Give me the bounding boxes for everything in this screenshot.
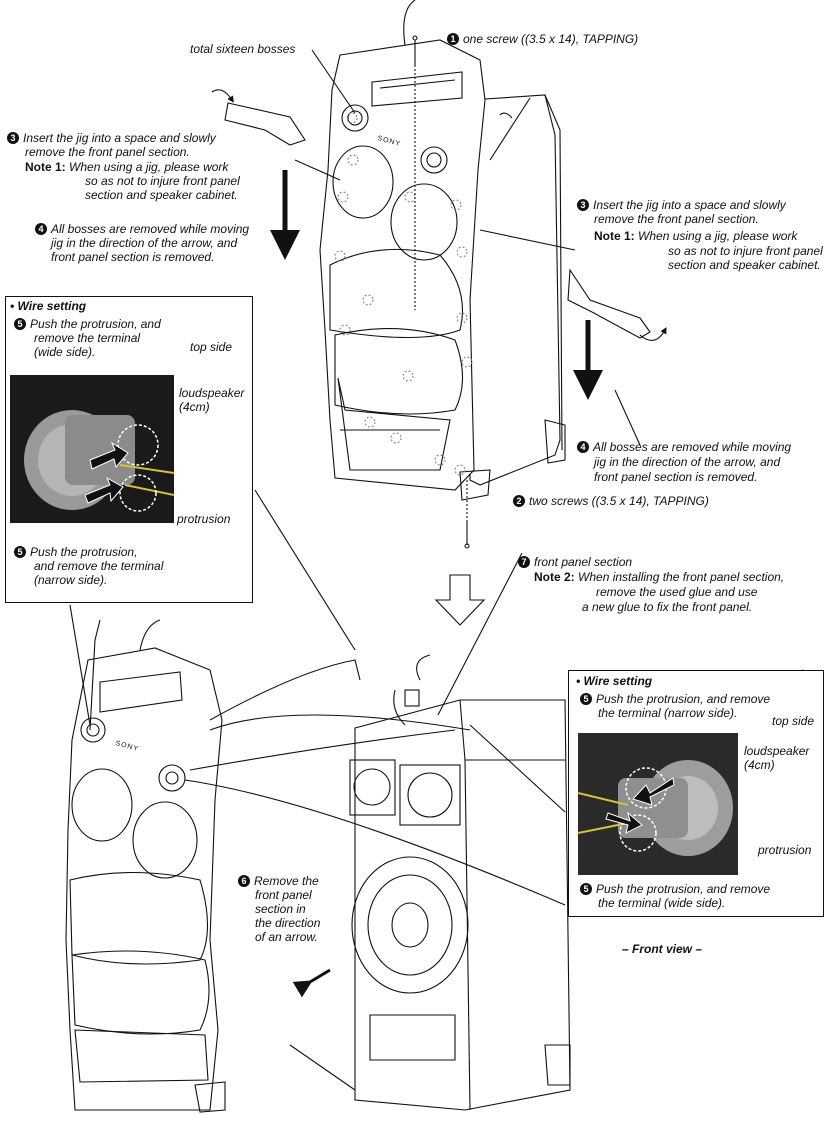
step-6-line4: the direction (255, 916, 321, 930)
note-2: Note 2: When installing the front panel … (534, 570, 785, 584)
step-4-left-line2: jig in the direction of the arrow, and (51, 236, 238, 250)
top-side-label-right: top side (772, 714, 815, 728)
loudspeaker-label-right: loudspeaker (744, 744, 810, 758)
step-3-right-line2: remove the front panel section. (594, 212, 759, 226)
protrusion-label-right: protrusion (758, 843, 812, 857)
top-side-label-left: top side (190, 340, 233, 354)
wire-wide-line2-right: the terminal (wide side). (598, 896, 726, 910)
loudspeaker-label-left: loudspeaker (179, 386, 245, 400)
wire-narrow-line3: (narrow side). (34, 573, 108, 587)
wire-wide-line2: remove the terminal (34, 331, 141, 345)
note-1-right-line3: section and speaker cabinet. (668, 258, 821, 272)
removed-front-panel (65, 619, 331, 1113)
bosses-label: total sixteen bosses (190, 42, 296, 56)
step-4-left-line3: front panel section is removed. (51, 250, 215, 264)
wire-wide-line3: (wide side). (34, 345, 96, 359)
step-4-right-line3: front panel section is removed. (594, 470, 758, 484)
loudspeaker-size-left: (4cm) (179, 400, 210, 414)
speaker-cabinet (349, 654, 571, 1111)
wire-narrow-line2: and remove the terminal (34, 559, 164, 573)
loudspeaker-photo-left (10, 375, 174, 523)
wire-setting-title-right: • Wire setting (576, 674, 653, 688)
step-6-line5: of an arrow. (255, 930, 318, 944)
protrusion-label-left: protrusion (177, 512, 231, 526)
note-1-right-line2: so as not to injure front panel (668, 244, 823, 258)
speaker-top-view (211, 0, 667, 549)
step-6-line3: section in (255, 902, 306, 916)
loudspeaker-photo-right (578, 733, 738, 875)
loudspeaker-size-right: (4cm) (744, 758, 775, 772)
note-1-left-line3: section and speaker cabinet. (85, 188, 238, 202)
step-6-line2: front panel (255, 888, 312, 902)
note-1-left-line2: so as not to injure front panel (85, 174, 240, 188)
wire-narrow-line2-right: the terminal (narrow side). (598, 706, 738, 720)
step-3-left-line2: remove the front panel section. (25, 145, 190, 159)
boss-markers (334, 112, 473, 476)
note-1-right: Note 1: When using a jig, please work (594, 229, 798, 243)
note-1-left: Note 1: When using a jig, please work (25, 160, 229, 174)
note-2-line3: a new glue to fix the front panel. (582, 600, 753, 614)
front-view-label: – Front view – (622, 942, 703, 956)
wire-setting-title-left: • Wire setting (10, 299, 87, 313)
step-5-badge: 5 (14, 318, 26, 330)
note-2-line2: remove the used glue and use (596, 585, 758, 599)
step-4-right-line2: jig in the direction of the arrow, and (594, 455, 781, 469)
